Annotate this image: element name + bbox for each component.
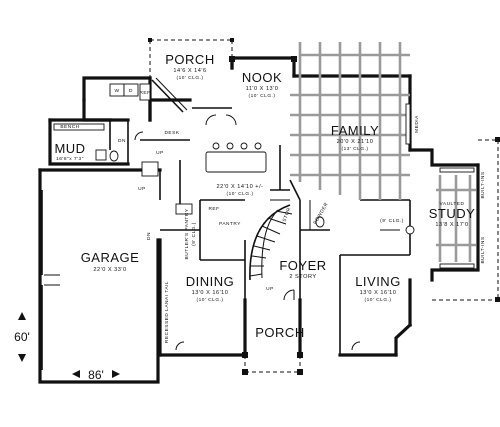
mud-dims: 16'8"x 7'3" bbox=[56, 156, 84, 162]
porch-top-name: PORCH bbox=[165, 52, 214, 67]
nook-walls bbox=[229, 56, 297, 78]
garage-dims: 22'0 X 33'0 bbox=[93, 267, 126, 273]
dining-dims: 13'0 X 16'10 bbox=[192, 290, 229, 296]
porch-front-name: PORCH bbox=[255, 325, 304, 340]
label-built-ins-2: BUILT-INS bbox=[480, 236, 486, 263]
study-ceiling-beams bbox=[432, 137, 500, 302]
dining-name: DINING bbox=[186, 274, 235, 289]
label-recessed: RECESSED LANAI TAIL bbox=[164, 281, 170, 343]
overall-depth: 60' bbox=[14, 330, 30, 344]
label-dn-garage: DN bbox=[146, 232, 152, 240]
mud-name: MUD bbox=[54, 141, 85, 156]
foyer-note: 2 STORY bbox=[289, 274, 316, 280]
kitchen-ceiling: (10' CLG.) bbox=[227, 191, 254, 197]
porch-front-area bbox=[242, 352, 303, 375]
label-ceiling-9: (9' CLG.) bbox=[380, 218, 404, 224]
dimension-markers bbox=[18, 312, 120, 378]
family-ceiling-beams bbox=[290, 42, 410, 200]
label-ref-lower: REF bbox=[208, 206, 219, 212]
nook-dims: 11'0 X 13'0 bbox=[246, 86, 279, 92]
curved-staircase bbox=[249, 204, 293, 281]
garage-name: GARAGE bbox=[81, 250, 140, 265]
label-ref-upper: REF bbox=[139, 90, 150, 96]
family-ceiling: (13' CLG.) bbox=[342, 146, 369, 152]
label-pantry: PANTRY bbox=[219, 221, 241, 227]
label-media: MEDIA bbox=[414, 115, 420, 133]
living-dims: 13'0 X 16'10 bbox=[360, 290, 397, 296]
nook-name: NOOK bbox=[242, 70, 282, 85]
label-up-foyer: UP bbox=[266, 286, 274, 292]
label-washer: W bbox=[114, 88, 119, 94]
study-note: VAULTED bbox=[440, 201, 465, 207]
label-up-garage: UP bbox=[138, 186, 146, 192]
label-dn: DN bbox=[118, 138, 126, 144]
porch-top-ceiling: (10' CLG.) bbox=[177, 75, 204, 81]
nook-ceiling: (10' CLG.) bbox=[249, 93, 276, 99]
family-name: FAMILY bbox=[331, 123, 379, 138]
label-dryer: D bbox=[129, 88, 133, 94]
study-dims: 13'8 X 17'0 bbox=[435, 222, 468, 228]
kitchen-dims: 22'0 X 14'10 +/- bbox=[217, 184, 264, 190]
outer-walls bbox=[38, 74, 480, 384]
living-ceiling: (10' CLG.) bbox=[365, 297, 392, 303]
porch-top-dims: 14'6 X 14'6 bbox=[173, 68, 206, 74]
label-bench: BENCH bbox=[60, 124, 79, 130]
living-name: LIVING bbox=[355, 274, 401, 289]
label-butlers-pantry: BUTLER'S PANTRY bbox=[184, 208, 190, 259]
label-butlers-ceiling: (9' CLG.) bbox=[191, 222, 197, 246]
label-built-ins-1: BUILT-INS bbox=[480, 171, 486, 198]
door-swings bbox=[134, 114, 361, 351]
dining-ceiling: (10' CLG.) bbox=[197, 297, 224, 303]
kitchen-island bbox=[205, 142, 290, 191]
fixtures bbox=[53, 83, 475, 269]
study-name: STUDY bbox=[429, 206, 476, 221]
overall-width: 86' bbox=[88, 368, 104, 382]
label-up-left: UP bbox=[156, 150, 164, 156]
family-dims: 20'0 X 21'10 bbox=[337, 139, 374, 145]
interior-walls bbox=[109, 120, 411, 355]
garage-doors bbox=[41, 190, 60, 370]
label-storage: STOR bbox=[282, 206, 293, 222]
foyer-name: FOYER bbox=[279, 258, 326, 273]
porch-top-area bbox=[148, 38, 234, 113]
label-desk: DESK bbox=[164, 130, 179, 136]
